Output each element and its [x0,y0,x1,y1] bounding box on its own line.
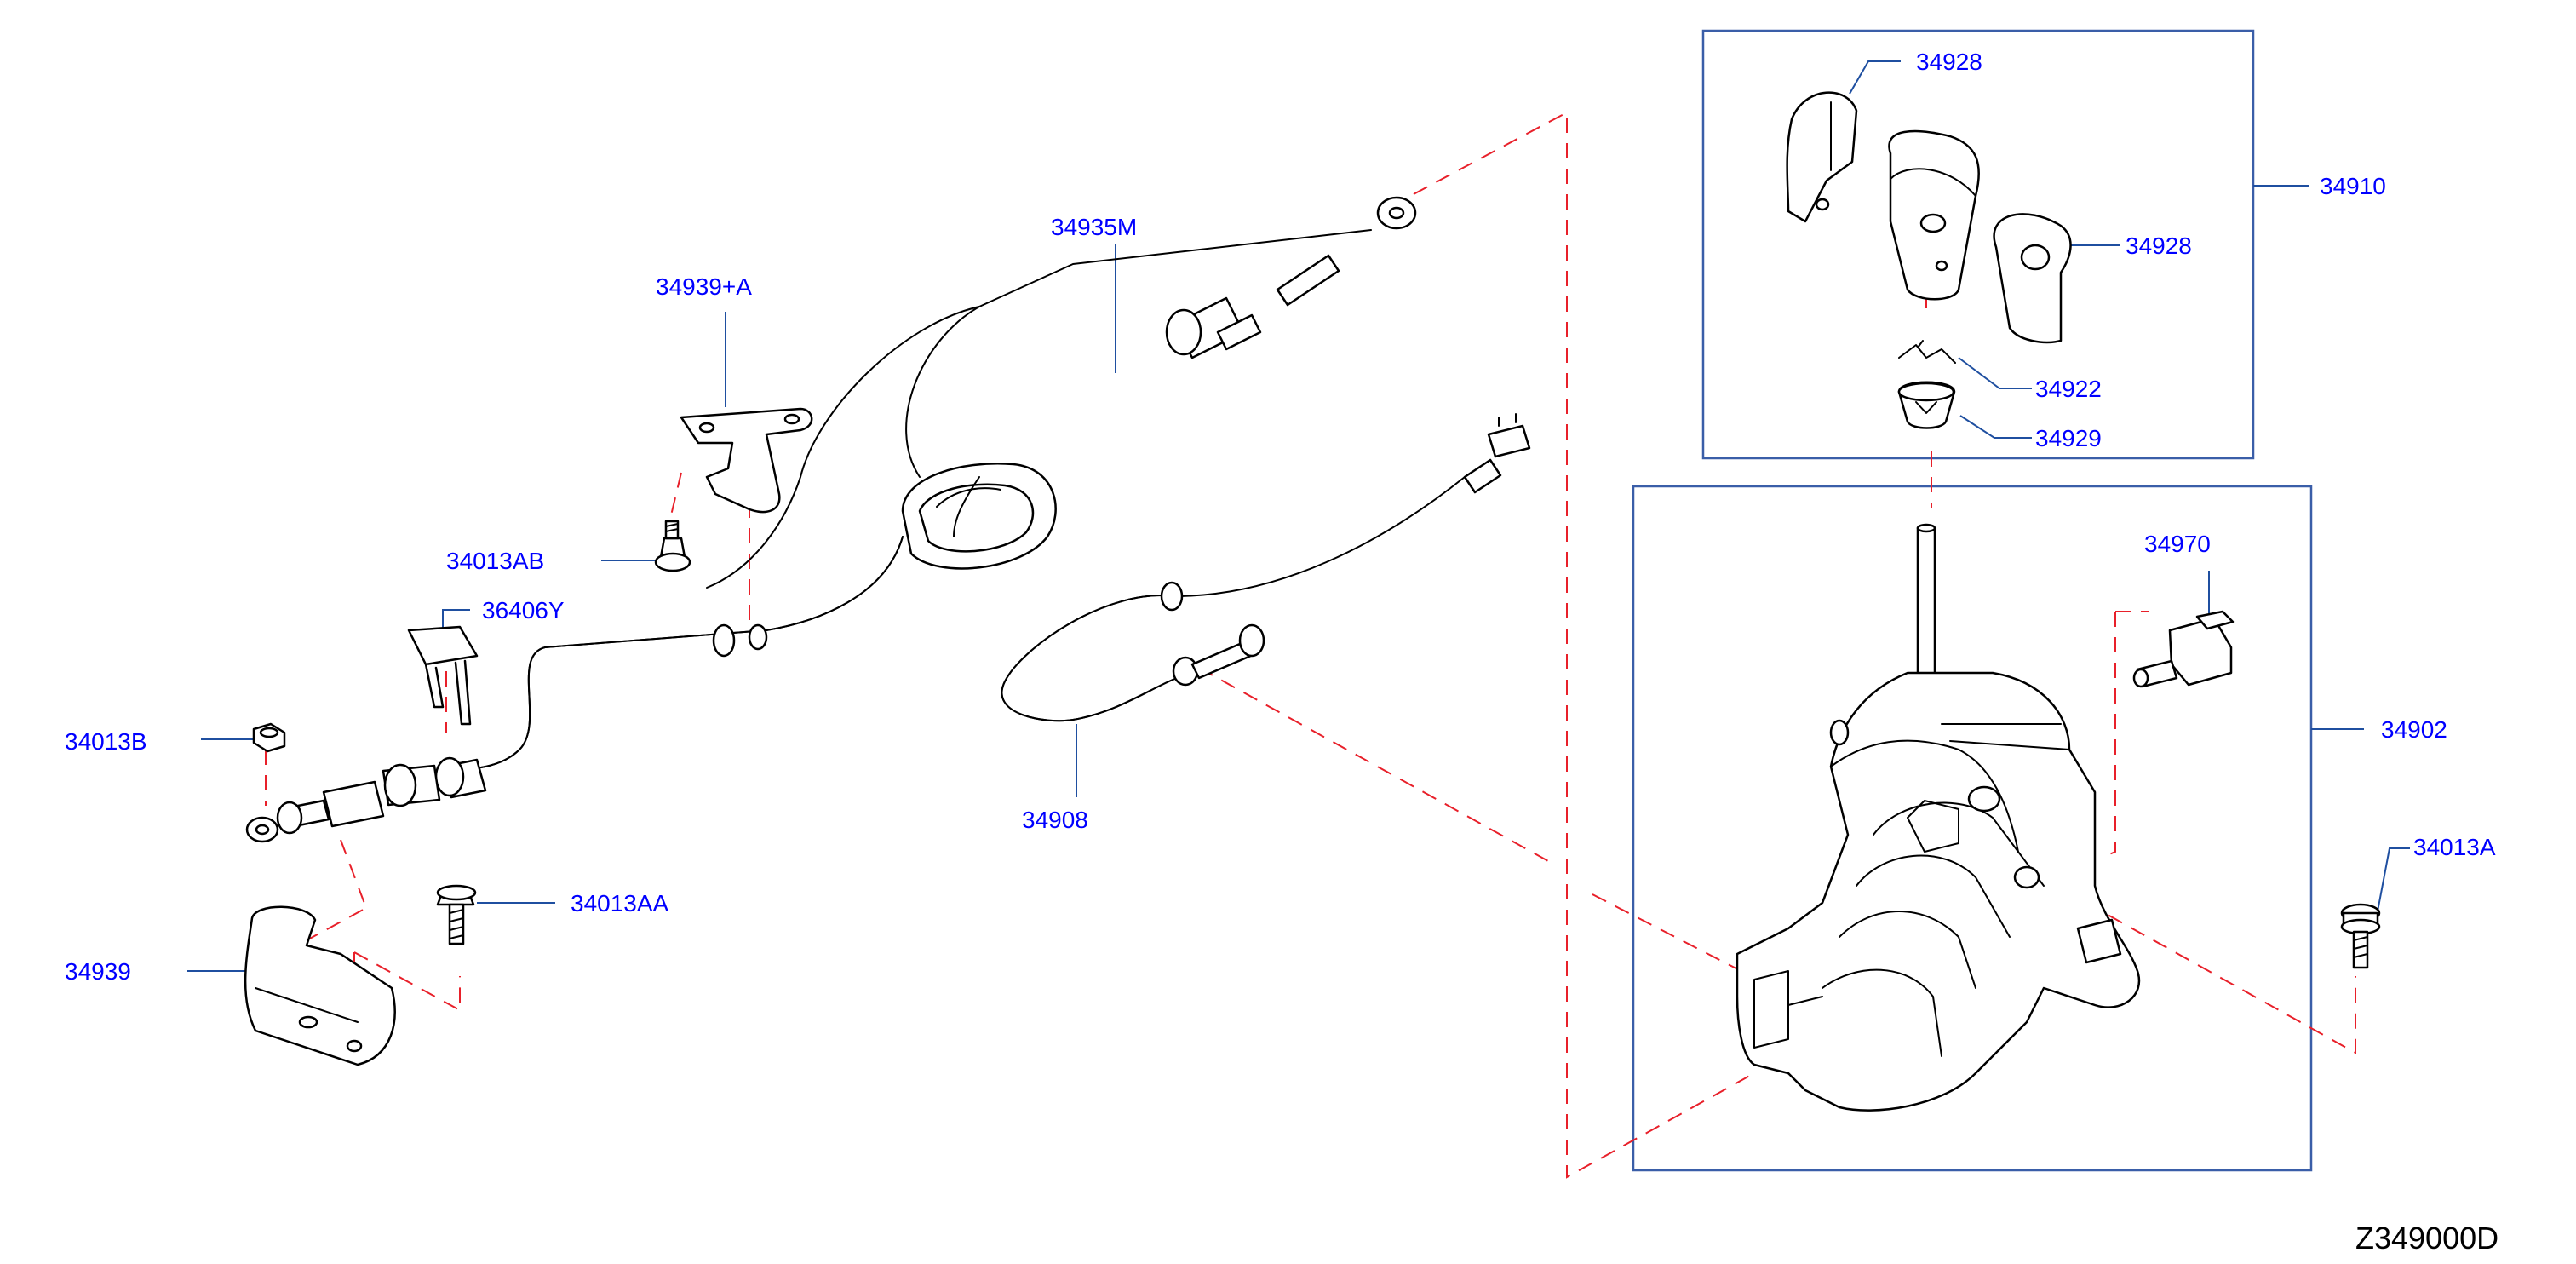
bolt-34013A [2340,903,2381,969]
callout-36406Y: 36406Y [482,597,565,623]
bolt-34013AB [654,520,691,572]
shifter-assembly-34902 [1736,523,2141,1112]
callout-34929: 34929 [2035,425,2102,451]
knob-cover-34928-left [1786,91,1858,223]
bracket-34939A [680,407,813,514]
callout-34939A: 34939+A [656,273,752,300]
knob-cover-34928-right [1993,213,2072,344]
callout-34013AA: 34013AA [571,890,669,916]
bracket-34939 [244,905,396,1066]
callout-34922: 34922 [2035,376,2102,402]
knob-group-frame [1701,29,2255,460]
callout-34928-top: 34928 [1916,49,1982,75]
callout-34013AB: 34013AB [446,548,544,574]
callout-34013B: 34013B [65,728,147,755]
callout-34910: 34910 [2320,173,2386,199]
switch-34970 [2132,610,2235,688]
callout-34935M: 34935M [1051,214,1137,240]
spring-clip-34922 [1898,340,1956,364]
callout-34939: 34939 [65,958,131,985]
callout-34013A: 34013A [2413,834,2496,860]
callout-34970: 34970 [2144,531,2211,557]
callout-34928-right: 34928 [2126,233,2192,259]
bushing-34929 [1897,381,1956,429]
callout-leaders [187,60,2410,972]
callout-34902: 34902 [2381,716,2447,743]
callout-34908: 34908 [1022,807,1088,833]
drawing-code: Z349000D [2355,1221,2499,1255]
shifter-group-frame [1632,485,2313,1172]
callout-labels: 34935M 34939+A 34013AB 36406Y 34013B 340… [65,49,2496,985]
cable-34908 [1001,413,1531,722]
bolt-34013AA [436,884,477,945]
knob-body [1888,129,1980,301]
nut-34013B [252,722,286,753]
clip-36406Y [407,625,479,726]
shift-cable-34935M [245,196,1417,843]
